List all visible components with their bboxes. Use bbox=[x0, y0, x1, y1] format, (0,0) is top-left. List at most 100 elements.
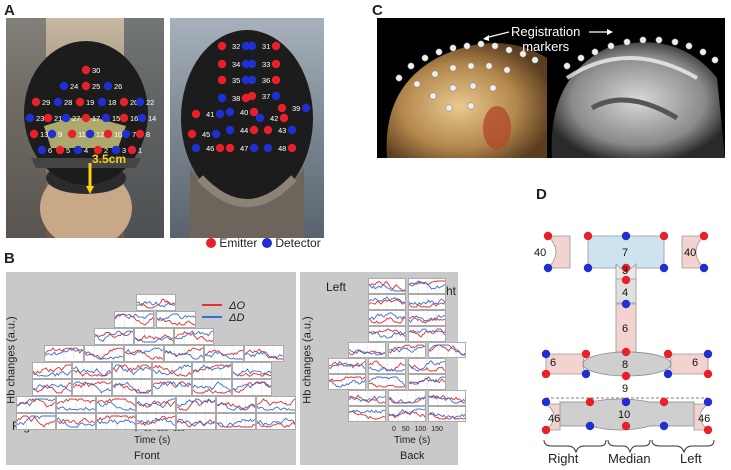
channel-mini-plot bbox=[368, 310, 406, 326]
back-optode bbox=[277, 103, 311, 113]
front-optode bbox=[81, 113, 91, 123]
front-optode-number: 2 bbox=[104, 146, 108, 155]
back-optode bbox=[225, 107, 259, 117]
channel-mini-plot bbox=[244, 345, 284, 362]
registration-marker bbox=[607, 42, 615, 50]
registration-marker bbox=[463, 42, 471, 50]
channel-map-optode bbox=[543, 263, 553, 273]
front-optode-number: 1 bbox=[138, 146, 142, 155]
channel-mini-plot bbox=[176, 413, 216, 430]
registration-marker bbox=[449, 44, 457, 52]
front-ylabel: Hb changes (a.u.) bbox=[5, 316, 18, 404]
registration-marker bbox=[503, 66, 511, 74]
registration-marker bbox=[531, 56, 539, 64]
front-optode bbox=[53, 97, 63, 107]
oxy-legend-line bbox=[202, 304, 222, 306]
registration-marker bbox=[395, 74, 403, 82]
channel-map-optode bbox=[621, 263, 631, 273]
channel-map-optode bbox=[659, 231, 669, 241]
channel-mini-plot bbox=[328, 358, 366, 374]
registration-marker bbox=[519, 50, 527, 58]
d-right-label: Right bbox=[548, 451, 579, 466]
registration-marker bbox=[477, 40, 485, 48]
channel-label: 46 bbox=[698, 413, 710, 425]
front-optode-number: 11 bbox=[78, 130, 86, 139]
front-optode bbox=[97, 97, 107, 107]
channel-label: 6 bbox=[550, 357, 556, 369]
channel-map-optode bbox=[703, 425, 713, 435]
channel-label: 3 bbox=[622, 265, 628, 277]
front-title: Front bbox=[134, 450, 160, 462]
channel-mini-plot bbox=[94, 328, 134, 345]
channel-mini-plot bbox=[348, 390, 386, 406]
back-optode-number: 47 bbox=[240, 144, 248, 153]
registration-marker bbox=[467, 62, 475, 70]
front-optode-number: 20 bbox=[130, 98, 138, 107]
channel-mini-plot bbox=[256, 396, 296, 413]
back-ylabel: Hb changes (a.u.) bbox=[301, 316, 314, 404]
mri-image: Registration markers bbox=[377, 18, 725, 158]
channel-map-optode bbox=[543, 231, 553, 241]
back-optode bbox=[263, 125, 297, 135]
channel-mini-plot bbox=[232, 362, 272, 379]
channel-label: 40 bbox=[684, 247, 696, 259]
registration-marker bbox=[711, 56, 719, 64]
front-optode bbox=[47, 129, 57, 139]
channel-map-optode bbox=[541, 425, 551, 435]
channel-mini-plot bbox=[388, 342, 426, 358]
front-optode-number: 4 bbox=[84, 146, 88, 155]
back-tick-0: 0 bbox=[392, 426, 396, 433]
back-optode bbox=[191, 109, 225, 119]
channel-map-optode bbox=[621, 299, 631, 309]
front-optode-number: 5 bbox=[66, 146, 70, 155]
channel-mini-plot bbox=[408, 278, 446, 294]
front-optode bbox=[135, 97, 145, 107]
front-optode-number: 28 bbox=[64, 98, 72, 107]
channel-mini-plot bbox=[136, 413, 176, 430]
back-optode-number: 48 bbox=[278, 144, 286, 153]
channel-mini-plot bbox=[428, 342, 466, 358]
front-optode-number: 25 bbox=[92, 82, 100, 91]
channel-map-optode bbox=[621, 371, 631, 381]
detector-legend: Detector bbox=[262, 236, 321, 250]
back-optode-number: 40 bbox=[240, 108, 248, 117]
registration-line2: markers bbox=[522, 39, 570, 54]
channel-mini-plot bbox=[96, 413, 136, 430]
channel-mini-plot bbox=[16, 413, 56, 430]
registration-marker bbox=[671, 38, 679, 46]
back-optode-number: 42 bbox=[270, 114, 278, 123]
front-optode-number: 23 bbox=[36, 114, 44, 123]
back-optode-number: 44 bbox=[240, 126, 248, 135]
back-optode bbox=[255, 113, 289, 123]
front-optode-number: 27 bbox=[72, 114, 80, 123]
channel-label: 4 bbox=[622, 287, 628, 299]
back-optode bbox=[217, 41, 251, 51]
registration-marker bbox=[469, 82, 477, 90]
back-optode-number: 31 bbox=[262, 42, 270, 51]
channel-mini-plot bbox=[408, 294, 446, 310]
oxy-legend-label: ΔO bbox=[229, 300, 245, 312]
back-tick-1: 50 bbox=[401, 426, 410, 433]
back-optode bbox=[187, 129, 221, 139]
front-optode bbox=[61, 113, 71, 123]
channel-map-optode bbox=[703, 349, 713, 359]
channel-label: 7 bbox=[622, 247, 628, 259]
channel-mini-plot bbox=[204, 345, 244, 362]
channel-map-optode bbox=[659, 421, 669, 431]
back-optode bbox=[247, 75, 281, 85]
back-optode bbox=[225, 143, 259, 153]
registration-marker bbox=[699, 48, 707, 56]
front-optode bbox=[73, 145, 83, 155]
channel-mini-plot bbox=[408, 374, 446, 390]
front-optode-number: 17 bbox=[92, 114, 100, 123]
back-optode-number: 41 bbox=[206, 110, 214, 119]
back-optode bbox=[217, 93, 251, 103]
registration-marker bbox=[467, 102, 475, 110]
d-median-label: Median bbox=[608, 451, 651, 466]
channel-mini-plot bbox=[124, 345, 164, 362]
channel-mini-plot bbox=[84, 345, 124, 362]
front-optode bbox=[101, 113, 111, 123]
channel-mini-plot bbox=[44, 345, 84, 362]
channel-mini-plot bbox=[136, 396, 176, 413]
front-optode bbox=[137, 113, 147, 123]
